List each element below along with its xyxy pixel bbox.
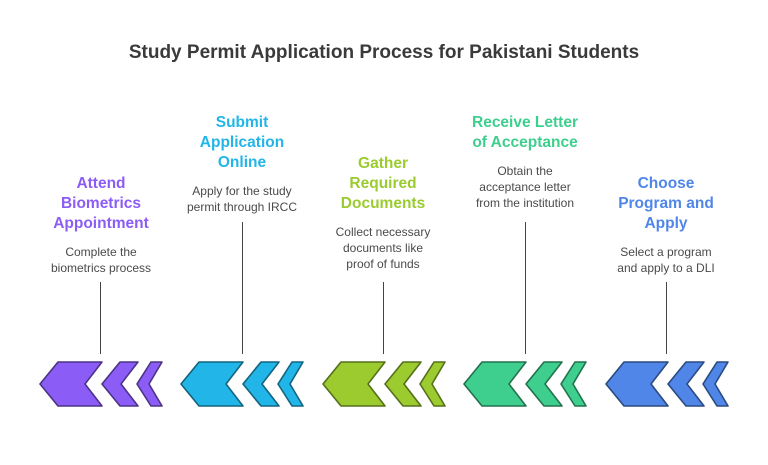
step-heading: Attend Biometrics Appointment bbox=[53, 175, 149, 232]
chevron-large bbox=[39, 361, 103, 407]
chevron-large bbox=[463, 361, 527, 407]
step-attend-biometrics: Attend Biometrics Appointment Complete t… bbox=[31, 174, 171, 276]
chevron-group-biometrics bbox=[39, 361, 163, 407]
diagram-title: Study Permit Application Process for Pak… bbox=[128, 42, 640, 63]
step-receive-acceptance: Receive Letter of Acceptance Obtain the … bbox=[455, 113, 595, 211]
step-description: Complete the biometrics process bbox=[50, 245, 152, 275]
chevron-group-acceptance bbox=[463, 361, 587, 407]
chevron-large bbox=[180, 361, 244, 407]
chevron-small bbox=[560, 361, 587, 407]
step-description: Apply for the study permit through IRCC bbox=[186, 184, 298, 214]
step-description: Obtain the acceptance letter from the in… bbox=[475, 164, 575, 210]
chevron-medium bbox=[242, 361, 280, 407]
step-choose-program: Choose Program and Apply Select a progra… bbox=[596, 174, 736, 276]
step-heading: Submit Application Online bbox=[199, 114, 285, 171]
chevron-medium bbox=[384, 361, 422, 407]
step-submit-application: Submit Application Online Apply for the … bbox=[172, 113, 312, 215]
chevron-large bbox=[322, 361, 386, 407]
step-description: Select a program and apply to a DLI bbox=[617, 245, 715, 275]
step-connector-line bbox=[100, 282, 101, 354]
chevron-group-gather bbox=[322, 361, 446, 407]
step-gather-documents: Gather Required Documents Collect necess… bbox=[313, 154, 453, 272]
step-heading: Choose Program and Apply bbox=[618, 175, 714, 232]
step-connector-line bbox=[525, 222, 526, 354]
chevron-small bbox=[277, 361, 304, 407]
step-description: Collect necessary documents like proof o… bbox=[335, 225, 431, 271]
chevron-medium bbox=[101, 361, 139, 407]
chevron-small bbox=[136, 361, 163, 407]
step-connector-line bbox=[383, 282, 384, 354]
step-connector-line bbox=[242, 222, 243, 354]
chevron-small bbox=[419, 361, 446, 407]
chevron-medium bbox=[525, 361, 563, 407]
chevron-small bbox=[702, 361, 729, 407]
step-heading: Gather Required Documents bbox=[340, 155, 426, 212]
step-heading: Receive Letter of Acceptance bbox=[472, 114, 578, 151]
chevron-group-submit bbox=[180, 361, 304, 407]
chevron-large bbox=[605, 361, 669, 407]
chevron-medium bbox=[667, 361, 705, 407]
chevron-group-choose bbox=[605, 361, 729, 407]
step-connector-line bbox=[666, 282, 667, 354]
